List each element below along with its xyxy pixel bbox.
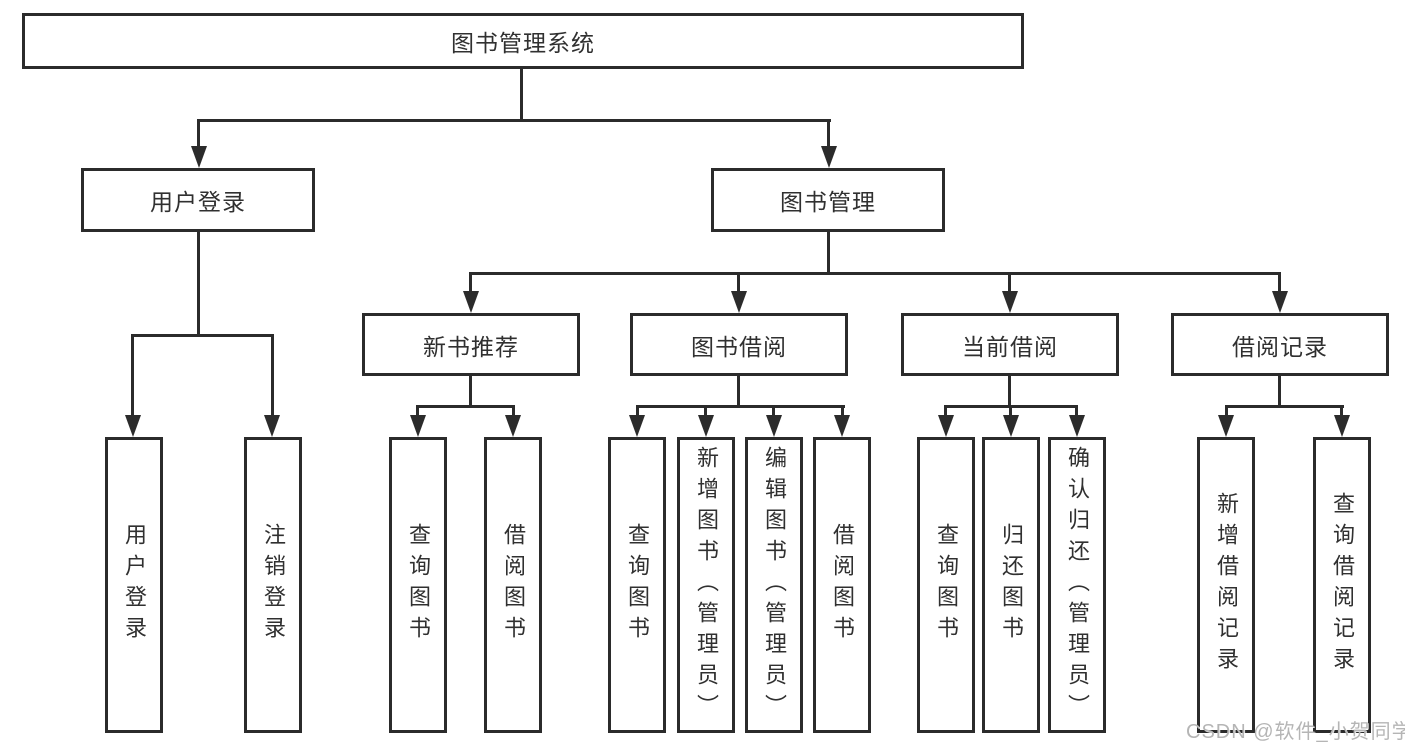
- node-book-borrow: 图书借阅: [630, 313, 848, 376]
- connector-book-mgmt-stem: [827, 230, 830, 275]
- leaf-bb-add-book: 新增图书（管理员）: [677, 437, 735, 733]
- connector-root-stem: [520, 69, 523, 121]
- connector-leaf-drop: [512, 405, 515, 418]
- connector-leaf-drop: [636, 405, 639, 418]
- arrow-down-icon: [191, 146, 207, 168]
- connector-leaf-drop: [416, 405, 419, 418]
- connector-book-borrow-branch: [636, 405, 845, 408]
- connector-leaf-drop: [704, 405, 707, 418]
- connector-borrow-records-branch: [1225, 405, 1344, 408]
- node-root: 图书管理系统: [22, 13, 1024, 69]
- arrow-down-icon: [938, 415, 954, 437]
- leaf-user-login: 用户登录: [105, 437, 163, 733]
- connector-leaf-drop: [944, 405, 947, 418]
- watermark: CSDN @软件_小贺同学: [1186, 721, 1405, 743]
- connector-leaf-drop: [772, 405, 775, 418]
- leaf-cb-query-book: 查询图书: [917, 437, 975, 733]
- connector-leaf-drop: [1225, 405, 1228, 418]
- arrow-down-icon: [731, 291, 747, 313]
- leaf-br-query-record: 查询借阅记录: [1313, 437, 1371, 733]
- node-book-mgmt: 图书管理: [711, 168, 945, 232]
- connector-leaf-drop: [1075, 405, 1078, 418]
- leaf-rec-borrow-book: 借阅图书: [484, 437, 542, 733]
- arrow-down-icon: [821, 146, 837, 168]
- leaf-br-add-record: 新增借阅记录: [1197, 437, 1255, 733]
- leaf-bb-edit-book: 编辑图书（管理员）: [745, 437, 803, 733]
- connector-to-borrow-records: [1278, 272, 1281, 294]
- leaf-cb-return-book: 归还图书: [982, 437, 1040, 733]
- arrow-down-icon: [410, 415, 426, 437]
- connector-borrow-records-stem: [1278, 374, 1281, 407]
- connector-user-login-stem: [197, 230, 200, 336]
- arrow-down-icon: [1272, 291, 1288, 313]
- arrow-down-icon: [1334, 415, 1350, 437]
- leaf-rec-query-book: 查询图书: [389, 437, 447, 733]
- connector-leaf-drop: [1340, 405, 1343, 418]
- arrow-down-icon: [834, 415, 850, 437]
- arrow-down-icon: [1069, 415, 1085, 437]
- connector-to-leaf-logout: [271, 334, 274, 417]
- node-new-book-rec: 新书推荐: [362, 313, 580, 376]
- connector-leaf-drop: [1009, 405, 1012, 418]
- connector-to-book-borrow: [737, 272, 740, 294]
- arrow-down-icon: [698, 415, 714, 437]
- connector-current-borrow-stem: [1008, 374, 1011, 407]
- connector-to-book-mgmt: [827, 119, 830, 149]
- connector-leaf-drop: [841, 405, 844, 418]
- connector-to-user-login: [197, 119, 200, 149]
- leaf-bb-borrow-book: 借阅图书: [813, 437, 871, 733]
- arrow-down-icon: [1002, 291, 1018, 313]
- node-user-login: 用户登录: [81, 168, 315, 232]
- connector-new-book-rec-branch: [416, 405, 515, 408]
- connector-user-login-branch: [131, 334, 274, 337]
- connector-book-borrow-stem: [737, 374, 740, 407]
- arrow-down-icon: [629, 415, 645, 437]
- arrow-down-icon: [1218, 415, 1234, 437]
- connector-book-mgmt-branch: [469, 272, 1281, 275]
- arrow-down-icon: [264, 415, 280, 437]
- arrow-down-icon: [766, 415, 782, 437]
- arrow-down-icon: [125, 415, 141, 437]
- connector-to-new-book-rec: [469, 272, 472, 294]
- arrow-down-icon: [505, 415, 521, 437]
- leaf-logout: 注销登录: [244, 437, 302, 733]
- arrow-down-icon: [463, 291, 479, 313]
- connector-root-branch: [197, 119, 831, 122]
- arrow-down-icon: [1003, 415, 1019, 437]
- connector-to-current-borrow: [1008, 272, 1011, 294]
- node-borrow-records: 借阅记录: [1171, 313, 1389, 376]
- leaf-bb-query-book: 查询图书: [608, 437, 666, 733]
- node-current-borrow: 当前借阅: [901, 313, 1119, 376]
- leaf-cb-confirm-return: 确认归还（管理员）: [1048, 437, 1106, 733]
- connector-new-book-rec-stem: [469, 374, 472, 407]
- connector-to-leaf-user-login: [131, 334, 134, 417]
